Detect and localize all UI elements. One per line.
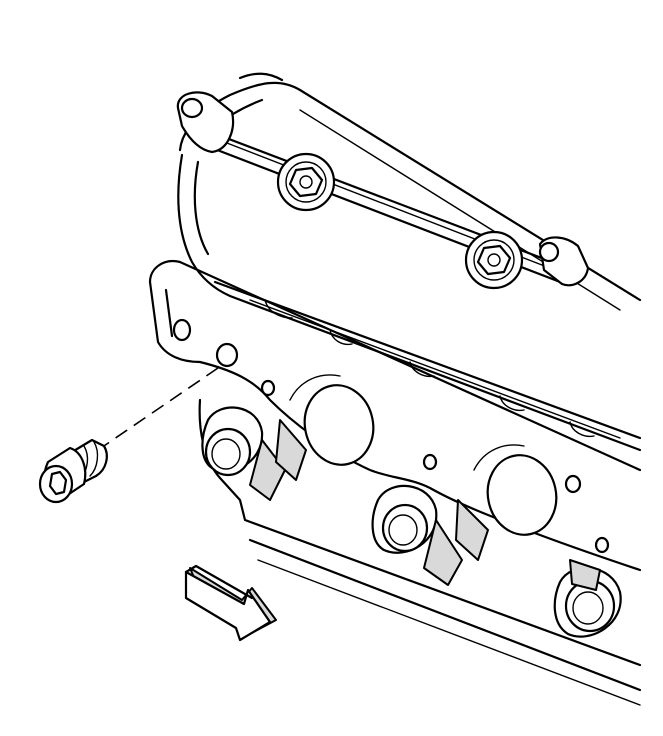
front-direction-arrow-icon xyxy=(184,564,277,642)
fuel-rail-left-fitting xyxy=(176,91,235,154)
manifold-mounting-face xyxy=(148,260,642,572)
fuel-rail-bolt-right xyxy=(464,230,524,290)
spark-plug-boss-2 xyxy=(371,484,463,586)
fuel-rail xyxy=(176,91,590,290)
fuel-rail-right-fitting xyxy=(538,236,590,287)
exhaust-port-1 xyxy=(303,384,375,466)
hex-socket-icon xyxy=(48,470,68,496)
exhaust-port-2 xyxy=(486,454,558,536)
fuel-rail-bolt-left xyxy=(276,152,336,212)
hex-socket-plug xyxy=(38,438,108,504)
installation-leader-line xyxy=(97,367,219,451)
plug-hole xyxy=(215,342,239,368)
spark-plug-boss-1 xyxy=(201,406,286,501)
flange-hole-1 xyxy=(172,318,192,342)
lower-head-body xyxy=(198,398,642,706)
